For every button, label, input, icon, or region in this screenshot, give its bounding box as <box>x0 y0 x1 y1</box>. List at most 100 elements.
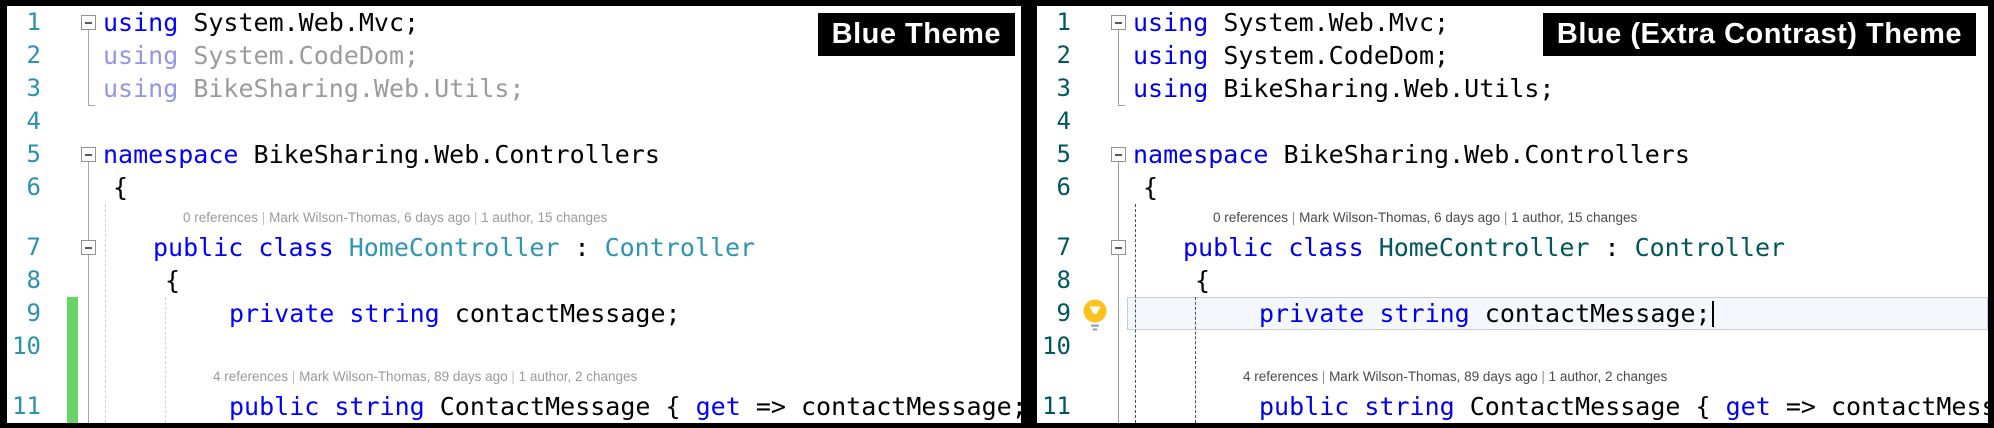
code-text[interactable]: using System.CodeDom; <box>99 39 1021 72</box>
codelens-references-link[interactable]: 0 references <box>183 210 259 225</box>
code-text[interactable]: private string contactMessage; <box>99 297 1021 330</box>
code-text[interactable]: { <box>99 264 1021 297</box>
line-number: 3 <box>1056 74 1071 102</box>
codelens-info[interactable]: Mark Wilson-Thomas, 89 days ago <box>299 369 508 384</box>
code-text[interactable]: { <box>99 171 1021 204</box>
fold-collapse-icon[interactable] <box>1111 147 1126 162</box>
token: { <box>1195 266 1211 295</box>
code-text[interactable]: public string ContactMessage { get => co… <box>99 390 1021 423</box>
codelens-text[interactable]: 0 references | Mark Wilson-Thomas, 6 day… <box>1129 204 1988 231</box>
code-text[interactable]: public string ContactMessage { get => co… <box>1129 390 1988 423</box>
outline-guide-line <box>1118 30 1119 105</box>
token: private <box>229 299 335 328</box>
codelens-info[interactable]: Mark Wilson-Thomas, 6 days ago <box>1299 210 1501 225</box>
token: contactMessage; <box>439 299 681 328</box>
code-text[interactable]: using System.Web.Mvc; <box>1129 6 1988 39</box>
codelens-text[interactable]: 4 references | Mark Wilson-Thomas, 89 da… <box>99 363 1021 390</box>
gutter-margin <box>47 72 79 105</box>
gutter-margin <box>47 231 79 264</box>
change-tracking-bar <box>67 297 78 423</box>
codelens-info[interactable]: 1 author, 15 changes <box>481 210 608 225</box>
lightbulb-icon[interactable] <box>1079 297 1113 335</box>
gutter-margin <box>1077 363 1109 390</box>
outline-margin <box>79 231 99 264</box>
token: class <box>258 233 334 262</box>
token: public <box>229 392 320 421</box>
codelens-row: 0 references | Mark Wilson-Thomas, 6 day… <box>1037 204 1988 231</box>
codelens-references-link[interactable]: 4 references <box>1243 369 1319 384</box>
fold-collapse-icon[interactable] <box>81 240 96 255</box>
code-line-3: 3 using BikeSharing.Web.Utils; <box>1037 72 1988 105</box>
token <box>319 392 334 421</box>
line-number: 1 <box>26 8 41 36</box>
code-text[interactable]: { <box>1129 171 1988 204</box>
code-text[interactable]: using System.CodeDom; <box>1129 39 1988 72</box>
code-text[interactable] <box>1129 105 1988 138</box>
codelens-info[interactable]: 1 author, 15 changes <box>1511 210 1638 225</box>
codelens-info[interactable]: 1 author, 2 changes <box>518 369 638 384</box>
code-text[interactable]: public class HomeController : Controller <box>99 231 1021 264</box>
token: BikeSharing.Web.Utils; <box>1208 74 1555 103</box>
token: public <box>1259 392 1350 421</box>
code-line-8: 8{ <box>1037 264 1988 297</box>
codelens-row: 0 references | Mark Wilson-Thomas, 6 day… <box>7 204 1021 231</box>
outline-margin <box>79 390 99 423</box>
fold-collapse-icon[interactable] <box>1111 15 1126 30</box>
token: contactMessage; <box>1469 299 1711 328</box>
code-text[interactable]: namespace BikeSharing.Web.Controllers <box>1129 138 1988 171</box>
token: get <box>1725 392 1771 421</box>
line-number: 2 <box>1056 41 1071 69</box>
codelens-info[interactable]: Mark Wilson-Thomas, 6 days ago <box>269 210 471 225</box>
outline-margin <box>1109 39 1129 72</box>
gutter-margin <box>1077 105 1109 138</box>
line-number: 6 <box>1056 173 1071 201</box>
token <box>334 233 349 262</box>
outline-margin <box>1109 171 1129 204</box>
code-text[interactable] <box>99 105 1021 138</box>
token: string <box>334 392 425 421</box>
fold-collapse-icon[interactable] <box>1111 240 1126 255</box>
code-text[interactable]: namespace BikeSharing.Web.Controllers <box>99 138 1021 171</box>
code-text[interactable]: using BikeSharing.Web.Utils; <box>99 72 1021 105</box>
line-number <box>1037 204 1077 231</box>
gutter-margin <box>1077 72 1109 105</box>
code-text[interactable]: { <box>1129 264 1988 297</box>
code-text[interactable]: public class HomeController : Controller <box>1129 231 1988 264</box>
code-text[interactable] <box>1129 330 1988 363</box>
code-text[interactable] <box>99 330 1021 363</box>
token: using <box>103 41 179 70</box>
outline-margin <box>79 171 99 204</box>
line-number <box>7 363 47 390</box>
token: private <box>1259 299 1365 328</box>
code-text[interactable]: private string contactMessage; <box>1129 297 1988 330</box>
token: public <box>1183 233 1274 262</box>
gutter-margin <box>1077 204 1109 231</box>
token <box>334 299 349 328</box>
codelens-references-link[interactable]: 0 references <box>1213 210 1289 225</box>
outline-margin <box>1109 390 1129 423</box>
gutter-margin <box>47 264 79 297</box>
codelens-separator: | <box>1537 369 1549 384</box>
token: public <box>153 233 244 262</box>
gutter-margin <box>47 138 79 171</box>
codelens-info[interactable]: Mark Wilson-Thomas, 89 days ago <box>1329 369 1538 384</box>
code-line-6: 6{ <box>1037 171 1988 204</box>
fold-collapse-icon[interactable] <box>81 147 96 162</box>
outline-margin <box>1109 363 1129 390</box>
codelens-text[interactable]: 0 references | Mark Wilson-Thomas, 6 day… <box>99 204 1021 231</box>
codelens-info[interactable]: 1 author, 2 changes <box>1548 369 1668 384</box>
token: BikeSharing.Web.Controllers <box>238 140 660 169</box>
code-text[interactable]: using BikeSharing.Web.Utils; <box>1129 72 1988 105</box>
fold-collapse-icon[interactable] <box>81 15 96 30</box>
code-text[interactable]: using System.Web.Mvc; <box>99 6 1021 39</box>
codelens-references-link[interactable]: 4 references <box>213 369 289 384</box>
codelens-text[interactable]: 4 references | Mark Wilson-Thomas, 89 da… <box>1129 363 1988 390</box>
outline-margin <box>1109 231 1129 264</box>
gutter-margin <box>1077 171 1109 204</box>
gutter-margin <box>47 171 79 204</box>
